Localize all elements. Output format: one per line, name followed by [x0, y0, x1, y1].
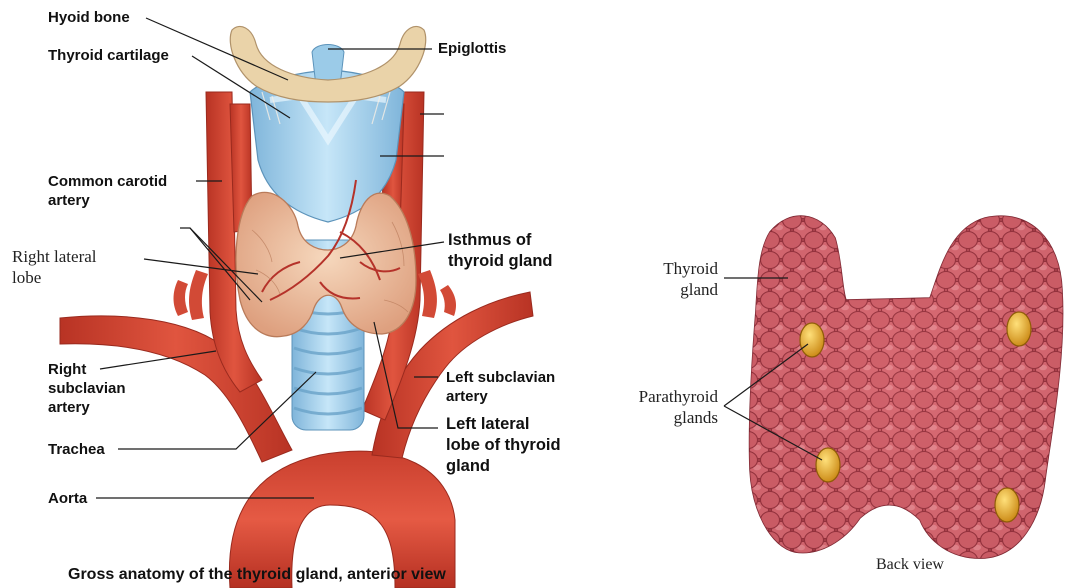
label-aorta: Aorta — [48, 489, 87, 508]
label-right-lateral-lobe: Right lateral lobe — [12, 246, 97, 288]
label-parathyroid-glands: Parathyroid glands — [612, 386, 718, 428]
label-right-subclavian-artery: Right subclavian artery — [48, 360, 126, 417]
label-right-lateral-lobe-line1: Right lateral — [12, 246, 97, 267]
label-epiglottis: Epiglottis — [438, 39, 506, 58]
label-right-lateral-lobe-line2: lobe — [12, 267, 97, 288]
label-left-lateral-lobe-line1: Left lateral — [446, 414, 561, 435]
label-isthmus-line1: Isthmus of — [448, 230, 553, 251]
label-right-subclavian-line2: subclavian — [48, 379, 126, 398]
caption-anterior-view: Gross anatomy of the thyroid gland, ante… — [68, 566, 446, 584]
label-thyroid-gland-line1: Thyroid — [640, 258, 718, 279]
label-left-lateral-lobe-line3: gland — [446, 456, 561, 477]
label-isthmus-line2: thyroid gland — [448, 251, 553, 272]
label-parathyroid-line2: glands — [612, 407, 718, 428]
caption-back-view: Back view — [876, 554, 944, 575]
label-common-carotid-line2: artery — [48, 191, 167, 210]
anterior-view-illustration — [60, 26, 533, 588]
label-right-subclavian-line1: Right — [48, 360, 126, 379]
label-common-carotid-artery: Common carotid artery — [48, 172, 167, 210]
label-common-carotid-line1: Common carotid — [48, 172, 167, 191]
label-hyoid-bone: Hyoid bone — [48, 8, 130, 27]
parathyroid-gland-lower-right — [995, 488, 1019, 522]
label-thyroid-gland: Thyroid gland — [640, 258, 718, 300]
label-parathyroid-line1: Parathyroid — [612, 386, 718, 407]
parathyroid-gland-upper-left — [800, 323, 824, 357]
label-left-lateral-lobe-line2: lobe of thyroid — [446, 435, 561, 456]
label-thyroid-cartilage: Thyroid cartilage — [48, 46, 169, 65]
label-trachea: Trachea — [48, 440, 105, 459]
parathyroid-gland-lower-left — [816, 448, 840, 482]
label-left-lateral-lobe: Left lateral lobe of thyroid gland — [446, 414, 561, 477]
label-thyroid-gland-line2: gland — [640, 279, 718, 300]
label-left-subclavian-line2: artery — [446, 387, 555, 406]
parathyroid-gland-upper-right — [1007, 312, 1031, 346]
label-left-subclavian-artery: Left subclavian artery — [446, 368, 555, 406]
label-isthmus-of-thyroid-gland: Isthmus of thyroid gland — [448, 230, 553, 272]
back-view-illustration — [740, 200, 1067, 570]
label-right-subclavian-line3: artery — [48, 398, 126, 417]
label-left-subclavian-line1: Left subclavian — [446, 368, 555, 387]
